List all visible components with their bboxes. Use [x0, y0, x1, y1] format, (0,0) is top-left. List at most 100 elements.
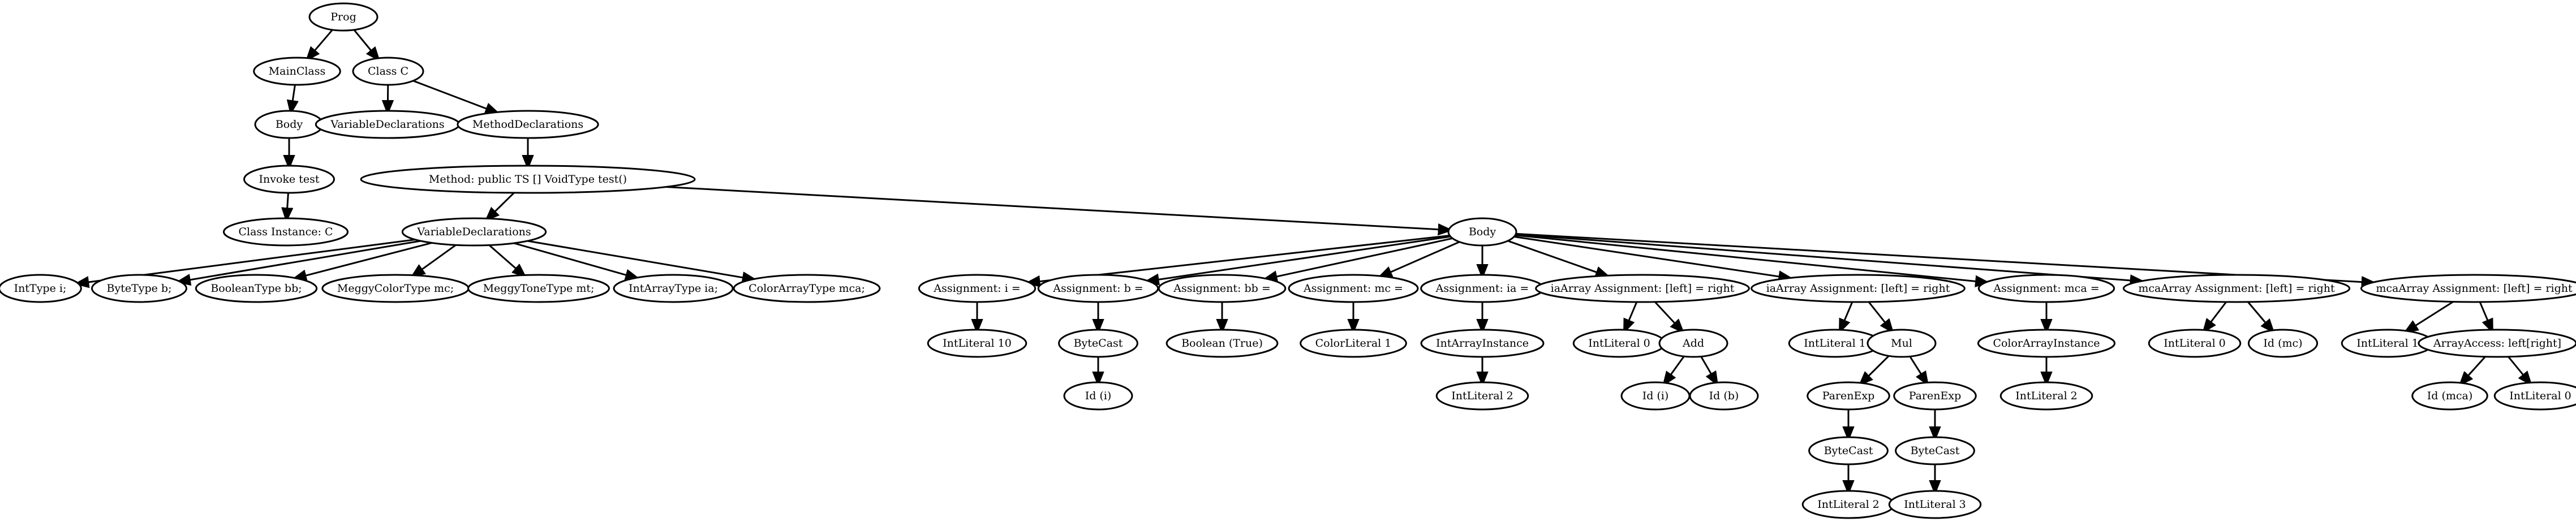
node-label: ParenExp — [1822, 390, 1875, 402]
node-label: IntLiteral 1 — [1804, 337, 1866, 350]
node-ellipse — [457, 110, 599, 139]
tree-node-id_mc: Id (mc) — [2247, 329, 2319, 358]
edge-prog-to-classc — [353, 29, 377, 58]
node-ellipse — [308, 2, 379, 32]
tree-node-a_bb: Assignment: bb = — [1158, 274, 1287, 303]
edge-aa_mca1-to-il0b — [2205, 301, 2227, 330]
tree-node-a_mc: Assignment: mc = — [1288, 274, 1419, 303]
node-label: ByteCast — [1824, 445, 1873, 457]
edge-aa_ia2-to-mul — [1868, 301, 1891, 330]
node-label: Assignment: ia = — [1435, 282, 1529, 295]
edge-add-to-id_b — [1700, 356, 1717, 382]
edge-prog-to-mainclass — [308, 29, 333, 58]
node-ellipse — [1895, 436, 1975, 465]
node-label: Assignment: mc = — [1303, 282, 1403, 295]
tree-node-method: Method: public TS [] VoidType test() — [360, 165, 696, 194]
node-label: ParenExp — [1909, 390, 1962, 402]
tree-node-arracc: ArrayAccess: left[right] — [2418, 329, 2576, 358]
tree-node-parenexp2: ParenExp — [1893, 381, 1977, 411]
tree-node-aa_mca2: mcaArray Assignment: [left] = right — [2360, 274, 2576, 303]
tree-node-il0b: IntLiteral 0 — [2148, 329, 2242, 358]
node-ellipse — [195, 274, 318, 303]
tree-node-mul: Mul — [1867, 329, 1937, 358]
edge-body2-to-a_bb — [1267, 237, 1453, 278]
edge-mainclass-to-body1 — [291, 84, 295, 111]
node-label: MeggyToneType mt; — [483, 282, 595, 295]
tree-node-colorlit1: ColorLiteral 1 — [1300, 329, 1407, 358]
node-ellipse — [1888, 490, 1982, 519]
node-label: IntType i; — [14, 282, 67, 295]
edge-mul-to-parenexp1 — [1861, 355, 1890, 383]
node-label: Assignment: mca = — [1993, 282, 2099, 295]
node-label: IntArrayType ia; — [629, 282, 718, 295]
tree-node-booltrue: Boolean (True) — [1166, 329, 1279, 358]
edge-method-to-body2 — [666, 185, 1448, 230]
tree-node-add: Add — [1658, 329, 1728, 358]
node-ellipse — [1420, 329, 1545, 358]
edge-body2-to-a_b — [1149, 235, 1451, 281]
tree-node-a_ia: Assignment: ia = — [1420, 274, 1545, 303]
node-label: Class Instance: C — [238, 226, 333, 238]
node-label: IntLiteral 2 — [1451, 390, 1513, 402]
node-label: VariableDeclarations — [416, 226, 531, 238]
node-label: ByteCast — [1074, 337, 1123, 350]
node-label: IntLiteral 0 — [2164, 337, 2226, 350]
tree-node-v_mt: MeggyToneType mt; — [467, 274, 610, 303]
node-ellipse — [1808, 436, 1889, 465]
node-label: Assignment: bb = — [1173, 282, 1271, 295]
tree-node-classinst: Class Instance: C — [222, 217, 349, 247]
node-ellipse — [2360, 274, 2576, 303]
edge-vardecl2-to-v_mt — [488, 244, 524, 275]
node-ellipse — [1999, 381, 2093, 411]
edge-arracc-to-il0c — [2508, 356, 2530, 383]
edge-body2-to-a_mca — [1515, 234, 1986, 282]
node-ellipse — [360, 165, 696, 194]
tree-node-v_int: IntType i; — [0, 274, 82, 303]
edge-invoke-to-classinst — [287, 192, 289, 218]
tree-node-bytecast3: ByteCast — [1895, 436, 1975, 465]
tree-node-v_ia: IntArrayType ia; — [613, 274, 734, 303]
edge-body2-to-aa_mca1 — [1515, 233, 2141, 281]
tree-node-bytecast2: ByteCast — [1808, 436, 1889, 465]
node-label: Assignment: b = — [1052, 282, 1143, 295]
edge-layer — [78, 29, 2530, 491]
node-label: IntArrayInstance — [1436, 337, 1529, 350]
node-ellipse — [1158, 274, 1287, 303]
node-label: ByteType b; — [107, 282, 172, 295]
tree-node-invoke: Invoke test — [243, 165, 335, 194]
tree-node-bytecast1: ByteCast — [1058, 329, 1138, 358]
node-ellipse — [1063, 381, 1133, 411]
tree-node-a_mca: Assignment: mca = — [1977, 274, 2115, 303]
node-label: mcaArray Assignment: [left] = right — [2138, 282, 2335, 295]
node-label: ColorArrayInstance — [1993, 337, 2100, 350]
edge-vardecl2-to-v_ia — [513, 242, 636, 278]
edge-aa_mca2-to-arracc — [2479, 301, 2492, 330]
tree-node-il2b: IntLiteral 2 — [1801, 490, 1895, 519]
node-label: Id (mc) — [2263, 337, 2302, 350]
edge-mul-to-parenexp2 — [1909, 356, 1926, 382]
node-label: MethodDeclarations — [472, 118, 583, 131]
node-ellipse — [1535, 274, 1750, 303]
node-ellipse — [1037, 274, 1159, 303]
tree-node-v_byte: ByteType b; — [91, 274, 187, 303]
node-label: IntLiteral 2 — [2015, 390, 2078, 402]
node-label: BooleanType bb; — [210, 282, 302, 295]
tree-node-il10: IntLiteral 10 — [927, 329, 1027, 358]
edge-vardecl2-to-v_mca — [527, 240, 753, 279]
node-ellipse — [1807, 381, 1890, 411]
node-ellipse — [0, 274, 82, 303]
tree-node-il3: IntLiteral 3 — [1888, 490, 1982, 519]
node-ellipse — [733, 274, 881, 303]
tree-node-a_i: Assignment: i = — [918, 274, 1037, 303]
tree-node-methdecls: MethodDeclarations — [457, 110, 599, 139]
node-ellipse — [1658, 329, 1728, 358]
edge-aa_ia1-to-il0a — [1625, 301, 1638, 330]
node-ellipse — [243, 165, 335, 194]
tree-node-id_b: Id (b) — [1689, 381, 1759, 411]
node-ellipse — [1166, 329, 1279, 358]
node-label: Invoke test — [259, 173, 320, 185]
tree-node-colorarrinst: ColorArrayInstance — [1977, 329, 2116, 358]
edge-vardecl2-to-v_mc — [414, 244, 457, 275]
tree-node-id_mca: Id (mca) — [2411, 381, 2488, 411]
